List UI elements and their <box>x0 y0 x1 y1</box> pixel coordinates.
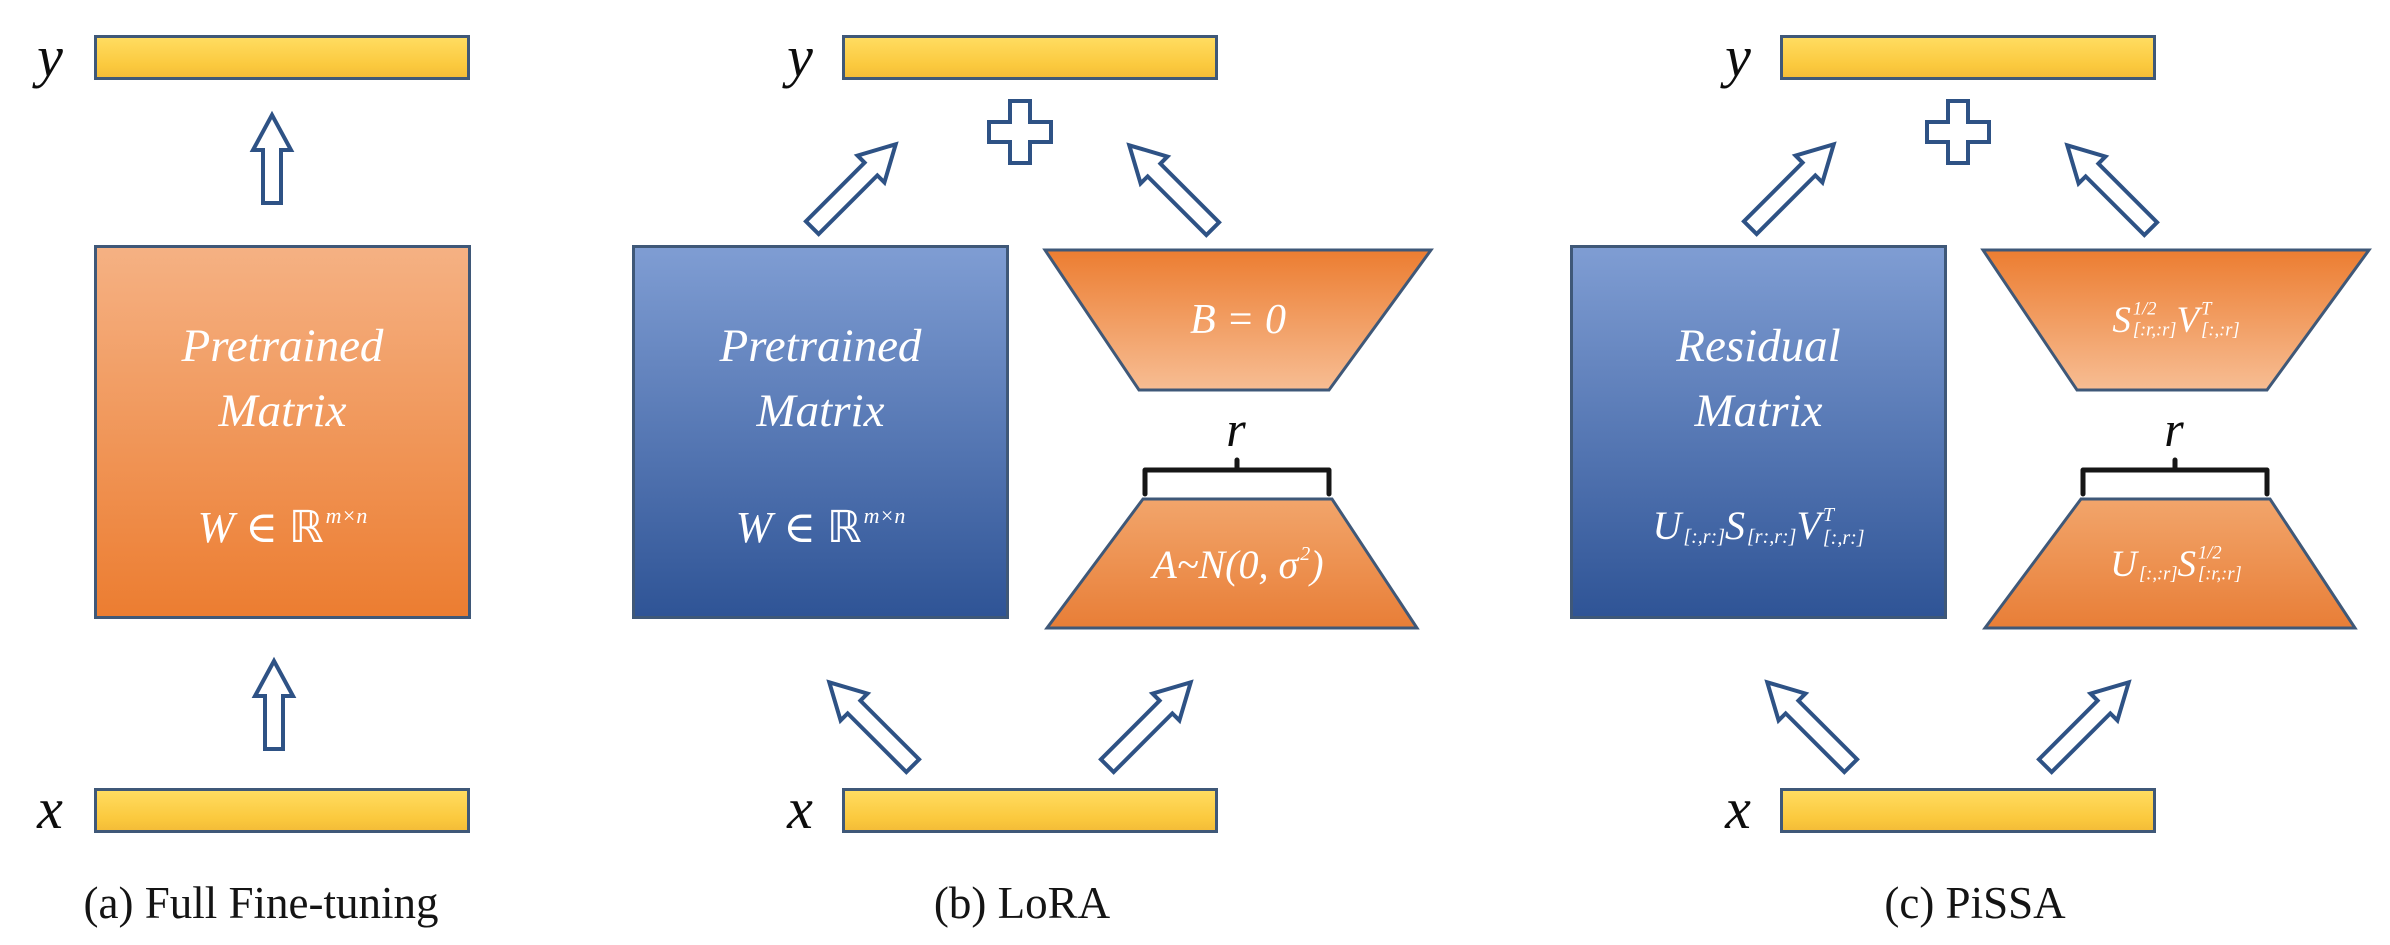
panel-caption: (b) LoRA <box>933 878 1111 928</box>
output-vector-bar <box>842 35 1218 80</box>
x-label: x <box>787 776 813 841</box>
diagonal-arrow-icon <box>826 679 922 775</box>
diagonal-arrow-icon <box>1764 679 1860 775</box>
input-vector-bar <box>94 788 470 833</box>
matrix-title-line: Matrix <box>1694 385 1823 437</box>
matrix-title-line: Matrix <box>756 385 885 437</box>
x-label: x <box>37 776 63 841</box>
matrix-title-line: Pretrained <box>181 320 384 372</box>
matrix-title-line: Residual <box>1676 320 1841 372</box>
matrix-title-line: Matrix <box>218 385 347 437</box>
diagonal-arrow-icon <box>1098 679 1194 775</box>
panel-caption: (c) PiSSA <box>1884 878 2066 928</box>
matrix-title-line: Pretrained <box>719 320 922 372</box>
matrix-a-trapezoid <box>1044 497 1420 630</box>
plus-icon <box>1925 99 1991 165</box>
y-label: y <box>787 24 813 89</box>
diagonal-arrow-icon <box>1126 142 1222 238</box>
x-label: x <box>1725 776 1751 841</box>
y-label: y <box>37 24 63 89</box>
matrix-b-trapezoid <box>1042 248 1434 392</box>
up-arrow-icon <box>249 110 295 205</box>
rank-brace-icon <box>1142 457 1332 497</box>
input-vector-bar <box>1780 788 2156 833</box>
rank-brace-icon <box>2080 457 2270 497</box>
sv-trapezoid <box>1980 248 2372 392</box>
panel-caption: (a) Full Fine-tuning <box>83 878 439 928</box>
up-arrow-icon <box>251 656 297 751</box>
plus-icon <box>987 99 1053 165</box>
output-vector-bar <box>1780 35 2156 80</box>
matrix-b-formula: B = 0 <box>1190 297 1286 343</box>
us-trapezoid <box>1982 497 2358 630</box>
diagonal-arrow-icon <box>2036 679 2132 775</box>
diagonal-arrow-icon <box>803 141 899 237</box>
y-label: y <box>1725 24 1751 89</box>
input-vector-bar <box>842 788 1218 833</box>
rank-label: r <box>1226 401 1246 457</box>
diagonal-arrow-icon <box>1741 141 1837 237</box>
rank-label: r <box>2164 401 2184 457</box>
output-vector-bar <box>94 35 470 80</box>
diagonal-arrow-icon <box>2064 142 2160 238</box>
